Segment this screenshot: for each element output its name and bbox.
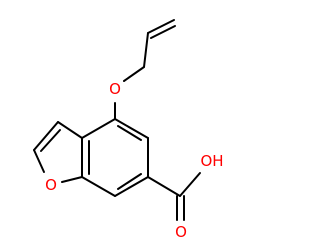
furan-bond-c3a-c3 [57, 121, 83, 139]
furan-double-bond-c3-c2 [40, 129, 61, 152]
ring-bond-c3a-c4 [81, 118, 116, 139]
acid-bond-c-oh [179, 172, 201, 197]
furan-ring [33, 121, 83, 183]
carbonyl-oxygen-label: O [175, 223, 187, 241]
ring-bond-c4-c5 [114, 118, 149, 139]
ether-oxygen-label: O [109, 80, 121, 98]
ring-bond-c7-c7a [81, 176, 116, 197]
vinyl-double-bond-inner [150, 25, 176, 39]
carboxylic-acid-group [147, 172, 201, 221]
ring-double-bond-c4-c5 [117, 125, 142, 141]
allyl-ch-ch2-bond [143, 32, 149, 68]
ring-double-bond-c6-c7 [117, 173, 142, 190]
benzene-ring [81, 118, 149, 197]
vinyl-double-bond-outer [147, 19, 175, 34]
furan-bond-o1-c7a [61, 176, 83, 183]
acid-bond-c6-c [147, 176, 181, 197]
furan-bond-c3-c2 [33, 121, 59, 151]
allyl-group [123, 19, 176, 82]
ring-bond-c6-c7 [114, 176, 149, 197]
furan-bond-c2-o1 [33, 149, 45, 173]
molecular-structure-diagram: O O OH O [33, 19, 224, 241]
hydroxyl-label: OH [200, 152, 223, 170]
furan-oxygen-label: O [45, 176, 57, 194]
allyl-ch2-o-bond [123, 66, 145, 82]
